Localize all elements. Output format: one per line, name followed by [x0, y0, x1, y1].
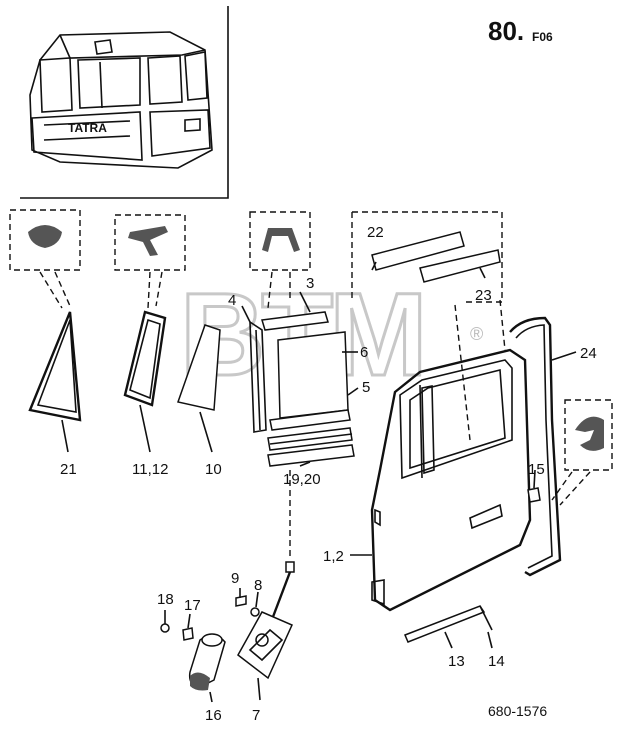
callout-4: 4 [228, 292, 236, 309]
callout-13: 13 [448, 653, 465, 670]
callout-22: 22 [367, 224, 384, 241]
callout-19-20: 19,20 [283, 471, 321, 488]
cab-sketch: TATRA [29, 31, 213, 169]
part-22-23-box [351, 211, 503, 303]
part-6-door-glass [277, 331, 358, 419]
callout-7: 7 [252, 707, 260, 724]
part-4-run-channel [241, 305, 267, 433]
callout-labels: 21 11,12 10 4 3 6 5 19,20 22 23 24 15 1,… [60, 224, 597, 724]
drawing-code: 680-1576 [488, 703, 547, 719]
part-3-top-strip [261, 291, 329, 331]
part-15-clip [527, 469, 541, 503]
callout-1-2: 1,2 [323, 548, 344, 565]
part-19-20-channel [267, 427, 355, 467]
watermark-registered-mark: ® [470, 324, 483, 344]
part-10-vent-glass [177, 324, 221, 453]
part-13-14-sill [404, 605, 493, 649]
part-5-lower-strip [269, 387, 359, 431]
inset-brand: TATRA [68, 121, 107, 135]
page-header: 80. F06 [488, 16, 553, 46]
part-11-12-vent-frame [114, 214, 186, 453]
part-24-weatherstrip [509, 316, 613, 577]
callout-17: 17 [184, 597, 201, 614]
part-8-9-screws [235, 588, 260, 617]
part-21-seal [9, 209, 82, 453]
inset-frame [20, 6, 229, 199]
callout-3: 3 [306, 275, 314, 292]
page-suffix: F06 [532, 30, 553, 44]
callout-6: 6 [360, 344, 368, 361]
callout-5: 5 [362, 379, 370, 396]
part-1-2-door [350, 299, 532, 612]
callout-21: 21 [60, 461, 77, 478]
callout-9: 9 [231, 570, 239, 587]
channel-detail [249, 211, 311, 309]
callout-10: 10 [205, 461, 222, 478]
callout-14: 14 [488, 653, 505, 670]
callout-23: 23 [475, 287, 492, 304]
callout-16: 16 [205, 707, 222, 724]
callout-18: 18 [157, 591, 174, 608]
callout-11-12: 11,12 [132, 461, 168, 478]
page-number: 80. [488, 16, 524, 46]
callout-24: 24 [580, 345, 597, 362]
cab-inset: TATRA [20, 6, 229, 199]
callout-15: 15 [528, 461, 545, 478]
part-7-window-regulator [237, 470, 295, 701]
part-16-17-18-handle [160, 610, 226, 703]
callout-8: 8 [254, 577, 262, 594]
